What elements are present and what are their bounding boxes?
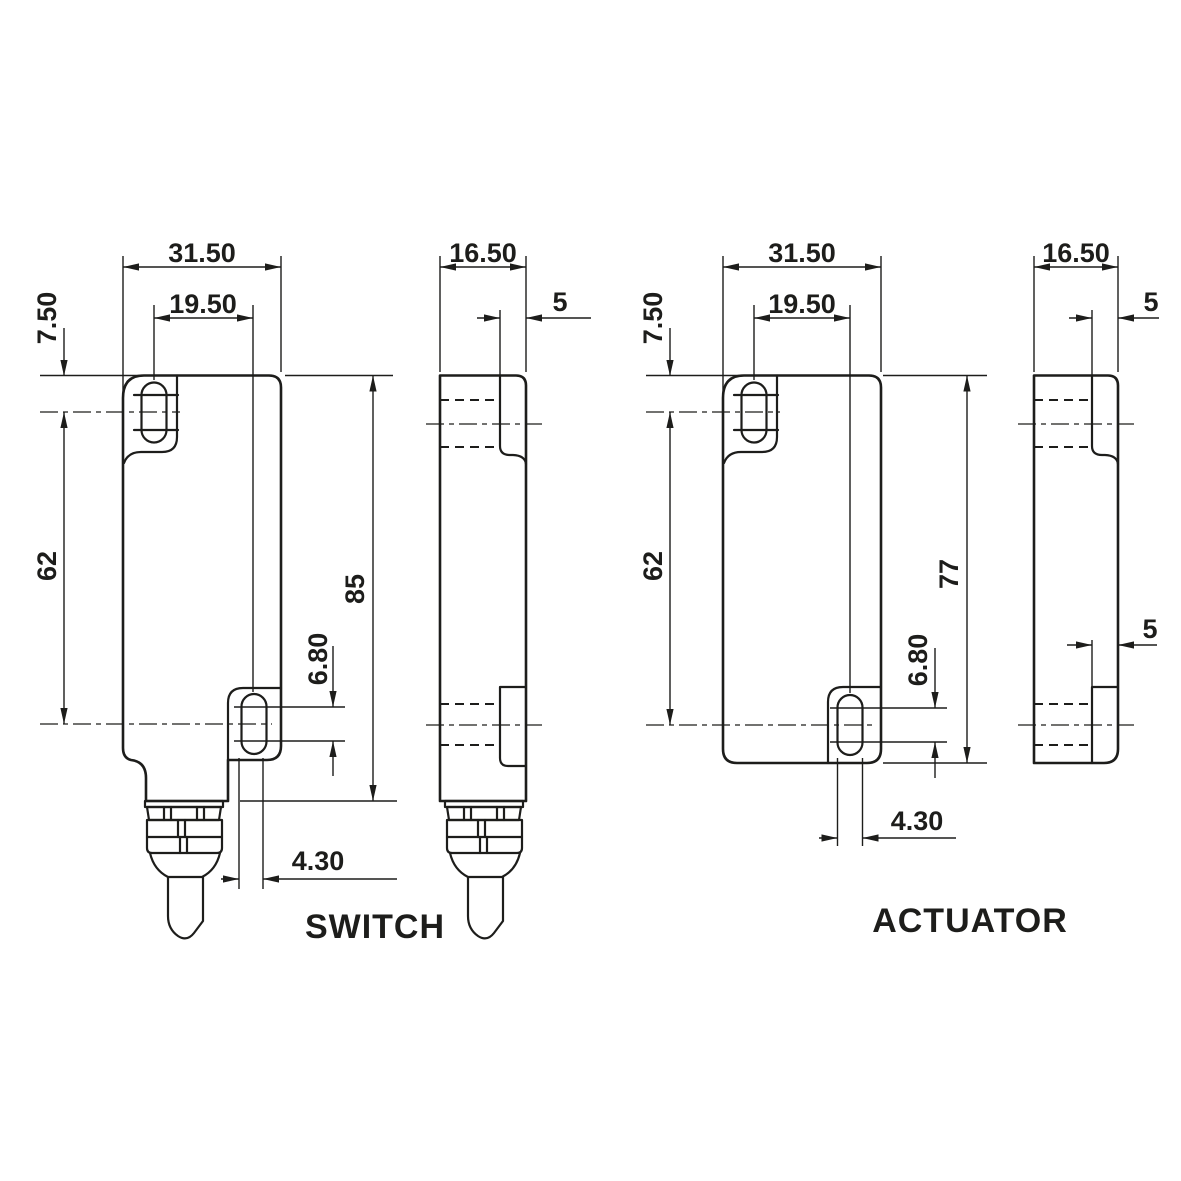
switch-title: SWITCH xyxy=(305,908,445,946)
dim-actuator-hole-centers: 62 xyxy=(638,412,674,725)
actuator-body-outline xyxy=(721,374,883,765)
dim-label: 85 xyxy=(340,574,370,604)
dim-switch-slot-length: 6.80 xyxy=(234,633,345,776)
dim-actuator-width: 31.50 xyxy=(722,238,882,400)
dim-switch-depth: 16.50 xyxy=(439,238,527,372)
dim-switch-slot-offset: 4.30 xyxy=(221,758,397,889)
dim-actuator-slot-offset: 4.30 xyxy=(819,758,956,846)
dim-label: 5 xyxy=(552,287,567,317)
dim-label: 4.30 xyxy=(891,806,944,836)
dim-actuator-edge-to-hole: 7.50 xyxy=(638,292,742,377)
dim-switch-height: 85 xyxy=(240,374,397,802)
dim-label: 7.50 xyxy=(638,292,668,345)
dim-actuator-recess-bottom: 5 xyxy=(1067,614,1158,686)
dim-label: 16.50 xyxy=(1042,238,1110,268)
actuator-top-mount-pocket xyxy=(722,374,779,465)
actuator-side-outline xyxy=(1032,374,1120,765)
dim-label: 31.50 xyxy=(768,238,836,268)
dim-switch-hole-spacing: 19.50 xyxy=(153,289,254,692)
switch-top-mount-pocket xyxy=(122,374,179,465)
dim-actuator-depth: 16.50 xyxy=(1033,238,1119,372)
dim-actuator-height: 77 xyxy=(883,374,987,764)
switch-side-bottom-step xyxy=(498,685,528,768)
dim-label: 16.50 xyxy=(449,238,517,268)
dim-label: 4.30 xyxy=(292,846,345,876)
actuator-side-bottom-step xyxy=(1090,685,1120,765)
switch-bottom-mount-pocket xyxy=(226,686,283,762)
dim-actuator-slot-length: 6.80 xyxy=(830,634,947,778)
switch-side-view xyxy=(426,374,542,940)
dim-label: 5 xyxy=(1142,614,1157,644)
dim-label: 31.50 xyxy=(168,238,236,268)
dim-switch-edge-to-hole: 7.50 xyxy=(32,292,142,377)
switch-side-top-step xyxy=(498,374,528,466)
dim-label: 19.50 xyxy=(169,289,237,319)
dim-label: 7.50 xyxy=(32,292,62,345)
dim-label: 62 xyxy=(638,551,668,581)
dim-label: 6.80 xyxy=(903,634,933,687)
dim-label: 6.80 xyxy=(303,633,333,686)
actuator-bottom-mount-pocket xyxy=(826,685,883,765)
dim-label: 5 xyxy=(1143,287,1158,317)
switch-side-outline xyxy=(438,374,528,803)
dim-label: 77 xyxy=(934,559,964,589)
dim-switch-recess-depth: 5 xyxy=(477,287,591,375)
dim-actuator-recess-top: 5 xyxy=(1069,287,1159,375)
actuator-side-view xyxy=(1018,374,1134,765)
actuator-top-slot xyxy=(740,381,768,444)
actuator-title: ACTUATOR xyxy=(872,902,1068,940)
actuator-front-view xyxy=(646,374,883,765)
dim-label: 62 xyxy=(32,551,62,581)
dim-switch-hole-centers: 62 xyxy=(32,412,68,724)
actuator-side-top-step xyxy=(1090,374,1120,466)
dim-label: 19.50 xyxy=(768,289,836,319)
dim-actuator-hole-spacing: 19.50 xyxy=(753,289,851,693)
switch-front-view xyxy=(40,374,283,940)
